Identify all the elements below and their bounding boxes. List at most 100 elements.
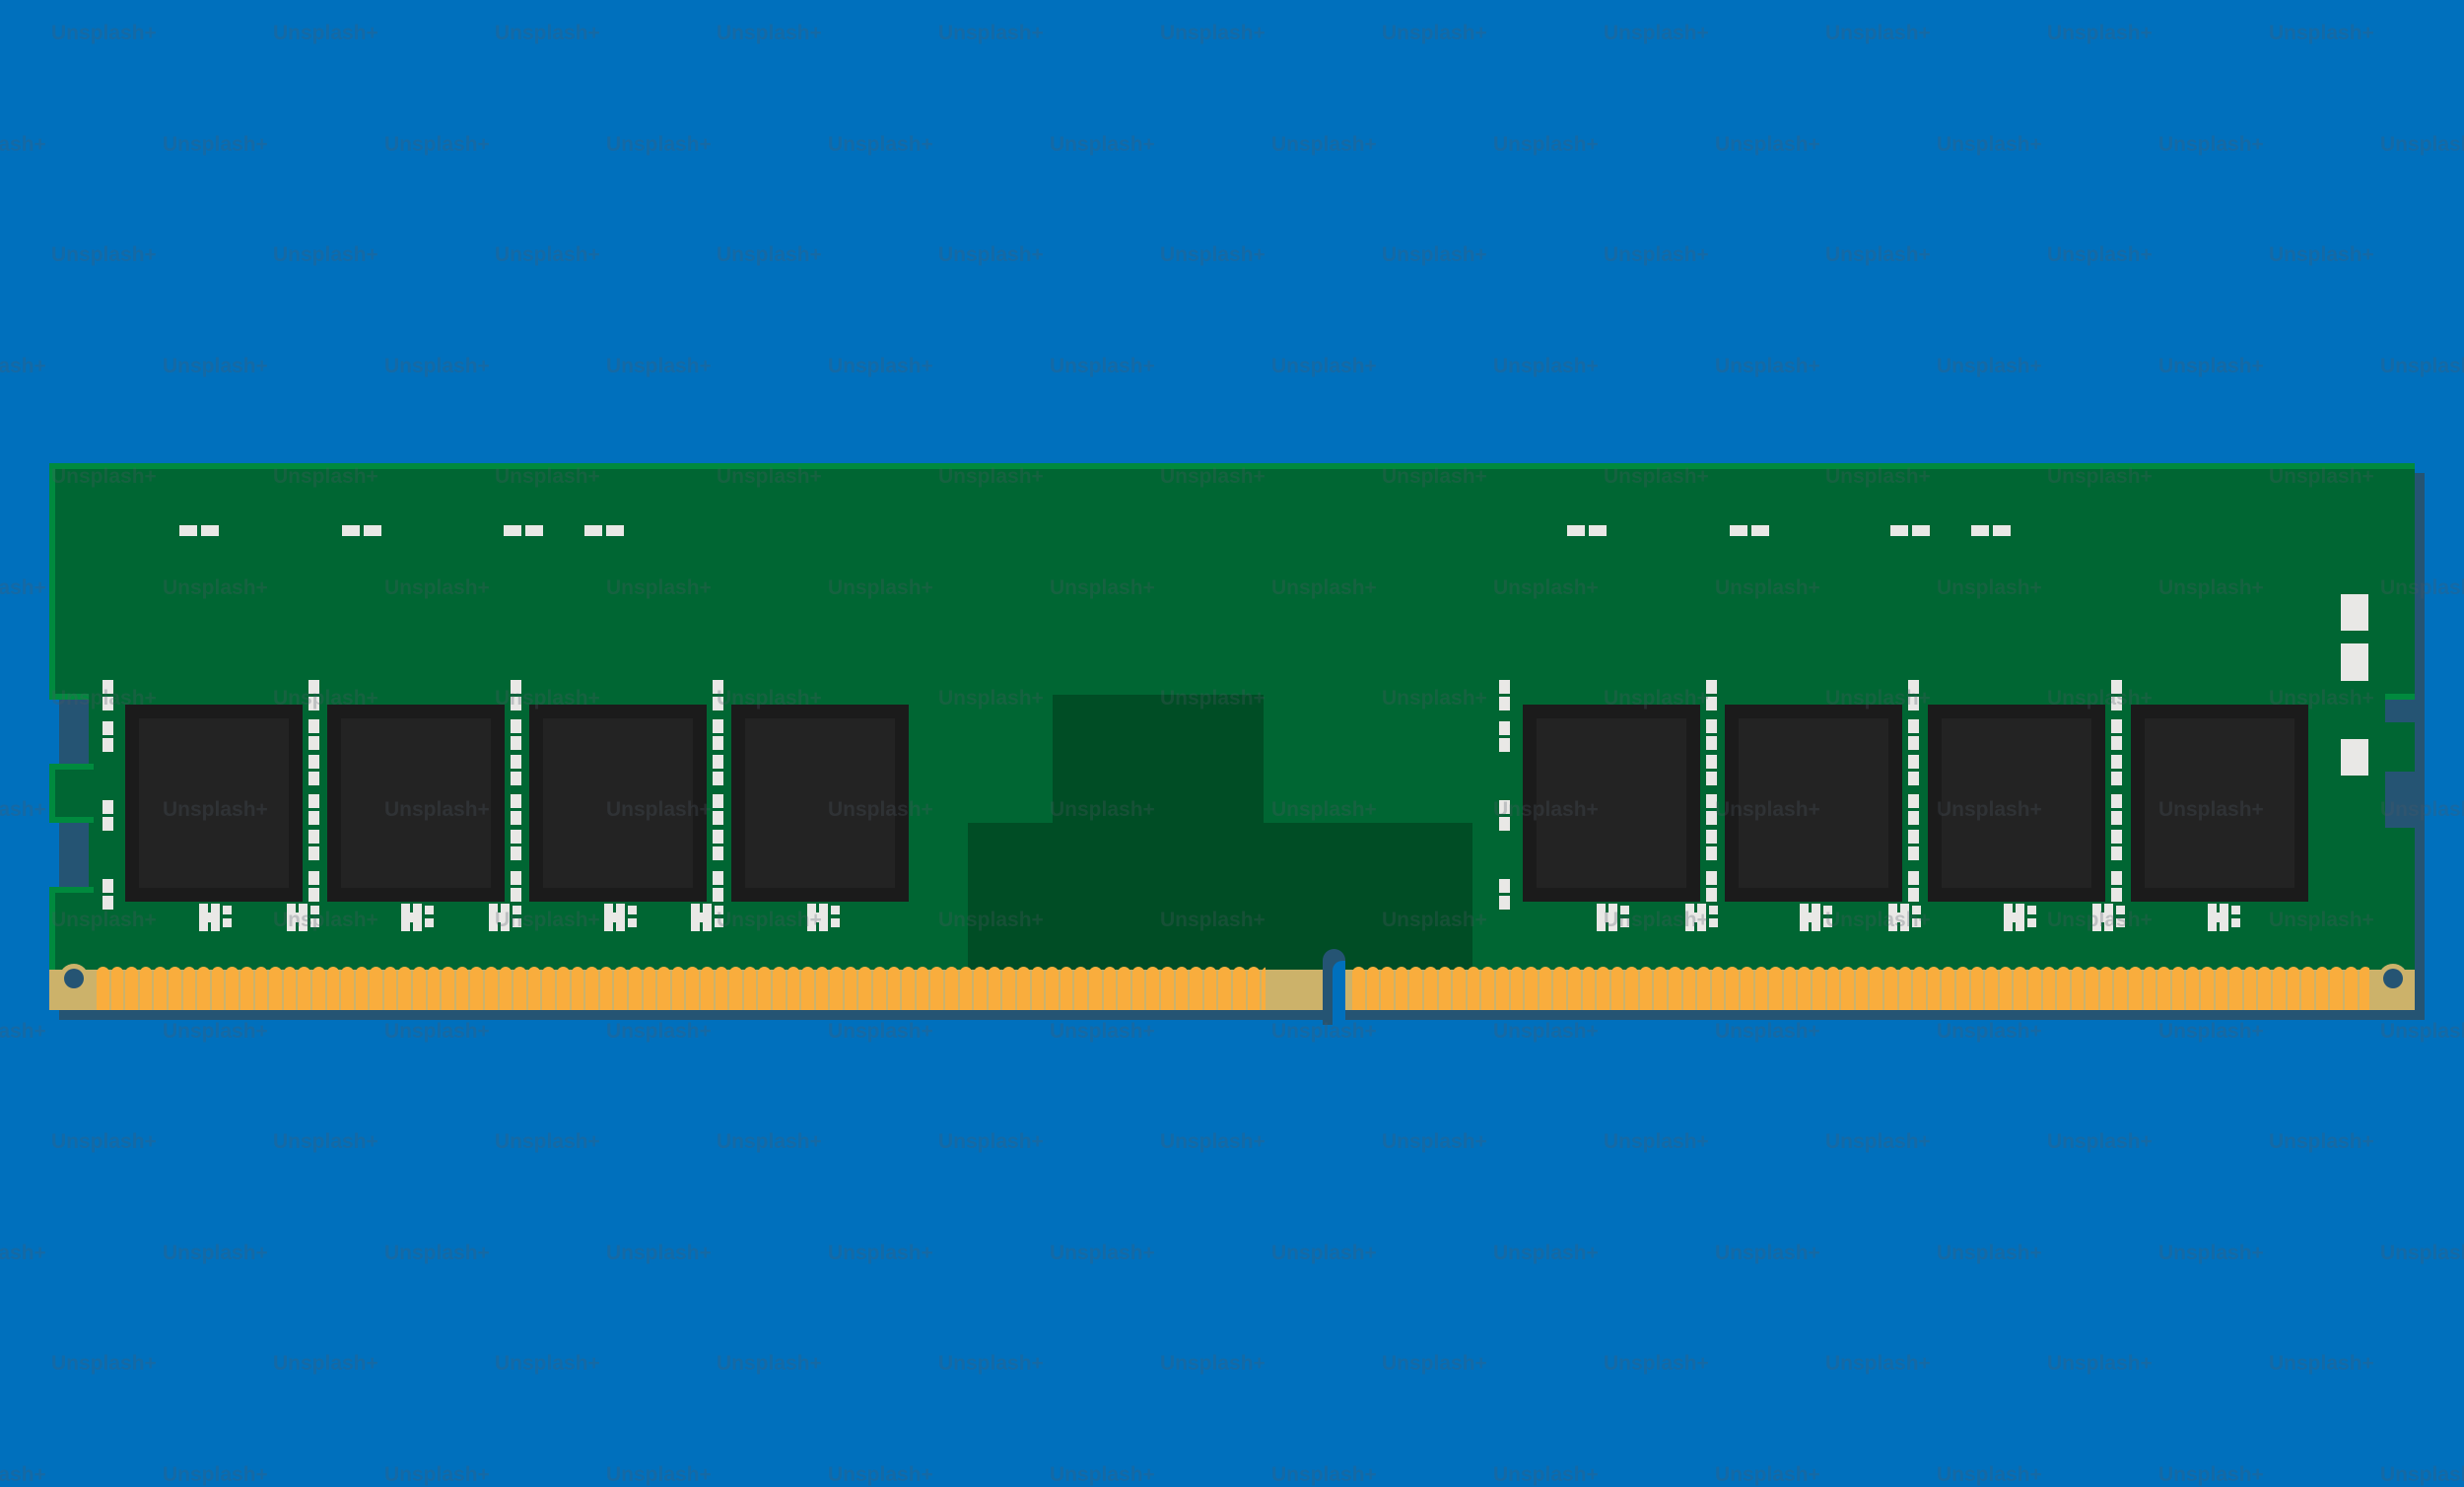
watermark-text: Unsplash+ xyxy=(51,1352,157,1375)
watermark-text: Unsplash+ xyxy=(1050,354,1155,377)
watermark-text: Unsplash+ xyxy=(828,132,933,156)
smd-resistor-pair xyxy=(1971,525,2011,536)
watermark-text: Unsplash+ xyxy=(495,22,600,44)
watermark-text: Unsplash+ xyxy=(1493,354,1599,377)
watermark-text: Unsplash+ xyxy=(1382,1352,1487,1375)
watermark-text: Unsplash+ xyxy=(1825,1352,1931,1375)
watermark-text: Unsplash+ xyxy=(1160,1130,1266,1153)
watermark-text: Unsplash+ xyxy=(384,1241,490,1264)
memory-chip xyxy=(731,705,909,902)
capacitor-column xyxy=(1908,680,1919,905)
watermark-text: Unsplash+ xyxy=(2380,1019,2464,1043)
smd-component xyxy=(1800,904,1832,931)
watermark-text: Unsplash+ xyxy=(1493,1019,1599,1043)
watermark-text: Unsplash+ xyxy=(1825,22,1931,44)
pcb-board-top xyxy=(55,469,2415,694)
side-pad xyxy=(2341,594,2368,631)
watermark-text: Unsplash+ xyxy=(1271,354,1377,377)
watermark-text: Unsplash+ xyxy=(1604,1130,1709,1153)
watermark-text: Unsplash+ xyxy=(828,1019,933,1043)
capacitor-column xyxy=(103,680,113,912)
memory-chip xyxy=(2131,705,2308,902)
watermark-text: Unsplash+ xyxy=(828,1241,933,1264)
watermark-text: Unsplash+ xyxy=(938,22,1044,44)
watermark-text: Unsplash+ xyxy=(2158,354,2264,377)
watermark-text: Unsplash+ xyxy=(1382,1130,1487,1153)
watermark-text: Unsplash+ xyxy=(0,1462,46,1486)
watermark-text: Unsplash+ xyxy=(163,132,268,156)
smd-resistor-pair xyxy=(342,525,381,536)
watermark-text: Unsplash+ xyxy=(2158,1019,2264,1043)
smd-component xyxy=(1685,904,1718,931)
watermark-text: Unsplash+ xyxy=(1493,1462,1599,1486)
capacitor-column xyxy=(308,680,319,905)
capacitor-column xyxy=(2111,680,2122,905)
watermark-text: Unsplash+ xyxy=(2158,132,2264,156)
watermark-text: Unsplash+ xyxy=(1937,1241,2042,1264)
watermark-text: Unsplash+ xyxy=(1050,1019,1155,1043)
watermark-text: Unsplash+ xyxy=(2380,132,2464,156)
watermark-text: Unsplash+ xyxy=(0,1241,46,1264)
watermark-text: Unsplash+ xyxy=(2269,1352,2374,1375)
pcb-right-tab-1 xyxy=(2365,722,2415,772)
watermark-text: Unsplash+ xyxy=(606,1019,712,1043)
watermark-text: Unsplash+ xyxy=(2380,1462,2464,1486)
watermark-text: Unsplash+ xyxy=(1493,132,1599,156)
watermark-text: Unsplash+ xyxy=(384,1462,490,1486)
watermark-text: Unsplash+ xyxy=(1271,1241,1377,1264)
side-pad xyxy=(2341,739,2368,776)
watermark-text: Unsplash+ xyxy=(273,22,378,44)
watermark-text: Unsplash+ xyxy=(606,1241,712,1264)
memory-chip xyxy=(327,705,505,902)
watermark-text: Unsplash+ xyxy=(0,354,46,377)
pcb-dark-region-upper xyxy=(1053,695,1264,833)
watermark-text: Unsplash+ xyxy=(2158,1462,2264,1486)
watermark-text: Unsplash+ xyxy=(1937,354,2042,377)
smd-component xyxy=(2004,904,2036,931)
smd-resistor-pair xyxy=(179,525,219,536)
watermark-text: Unsplash+ xyxy=(273,1130,378,1153)
mounting-hole-left xyxy=(64,969,84,988)
watermark-text: Unsplash+ xyxy=(2269,243,2374,266)
capacitor-column xyxy=(511,680,521,905)
watermark-text: Unsplash+ xyxy=(1825,1130,1931,1153)
watermark-text: Unsplash+ xyxy=(51,22,157,44)
smd-component xyxy=(199,904,232,931)
watermark-text: Unsplash+ xyxy=(0,797,46,821)
watermark-text: Unsplash+ xyxy=(163,1462,268,1486)
watermark-text: Unsplash+ xyxy=(1715,1019,1820,1043)
watermark-text: Unsplash+ xyxy=(2047,243,2153,266)
watermark-text: Unsplash+ xyxy=(2047,1352,2153,1375)
watermark-text: Unsplash+ xyxy=(2380,354,2464,377)
watermark-text: Unsplash+ xyxy=(1937,1019,2042,1043)
watermark-text: Unsplash+ xyxy=(0,132,46,156)
watermark-text: Unsplash+ xyxy=(1604,243,1709,266)
watermark-text: Unsplash+ xyxy=(163,1019,268,1043)
watermark-text: Unsplash+ xyxy=(1382,243,1487,266)
smd-resistor-pair xyxy=(584,525,624,536)
capacitor-column xyxy=(1499,680,1510,912)
watermark-text: Unsplash+ xyxy=(1715,354,1820,377)
watermark-text: Unsplash+ xyxy=(1050,1241,1155,1264)
watermark-text: Unsplash+ xyxy=(163,354,268,377)
watermark-text: Unsplash+ xyxy=(828,1462,933,1486)
memory-chip xyxy=(1523,705,1700,902)
watermark-text: Unsplash+ xyxy=(828,354,933,377)
smd-component xyxy=(1597,904,1629,931)
watermark-text: Unsplash+ xyxy=(1382,22,1487,44)
watermark-text: Unsplash+ xyxy=(717,1352,822,1375)
watermark-text: Unsplash+ xyxy=(1825,243,1931,266)
smd-resistor-pair xyxy=(504,525,543,536)
smd-component xyxy=(604,904,637,931)
side-pad xyxy=(2341,643,2368,681)
watermark-text: Unsplash+ xyxy=(1050,1462,1155,1486)
watermark-text: Unsplash+ xyxy=(1271,1462,1377,1486)
smd-component xyxy=(287,904,319,931)
watermark-text: Unsplash+ xyxy=(495,1352,600,1375)
smd-component xyxy=(489,904,521,931)
watermark-text: Unsplash+ xyxy=(1271,132,1377,156)
pcb-left-tab-2-fill xyxy=(55,893,100,976)
smd-component xyxy=(807,904,840,931)
memory-chip xyxy=(1928,705,2105,902)
watermark-text: Unsplash+ xyxy=(1715,1241,1820,1264)
